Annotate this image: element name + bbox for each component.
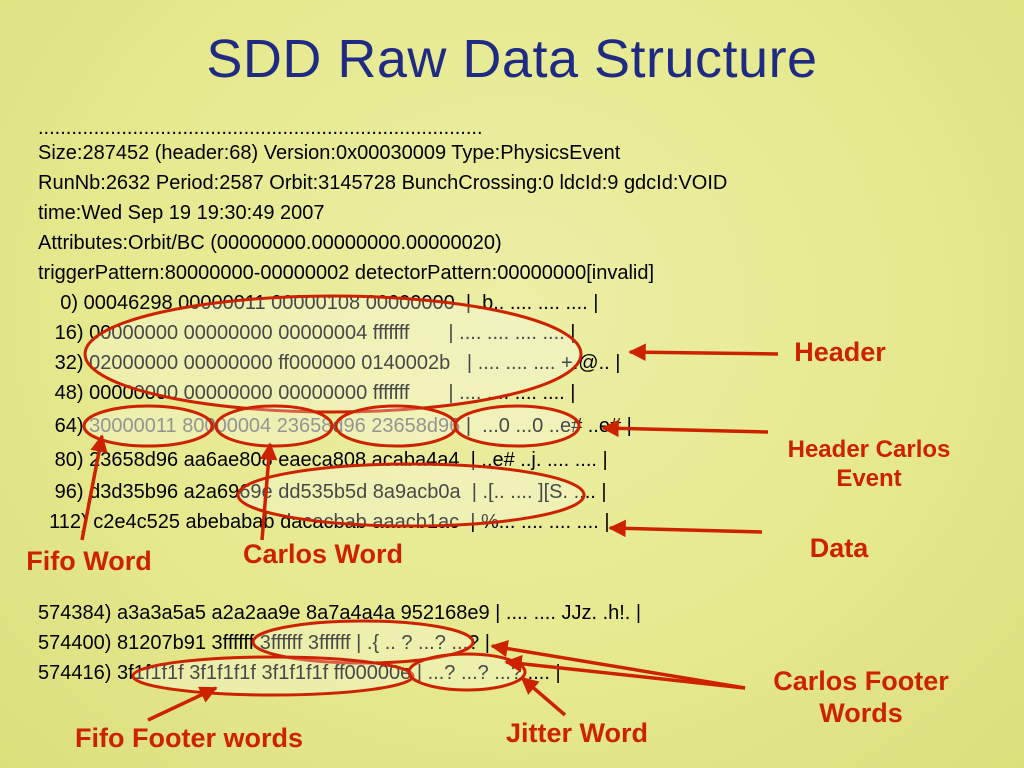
- footer-row: 574400) 81207b91 3ffffff 3ffffff 3ffffff…: [38, 631, 490, 655]
- dump-ascii: | .... .... .... +.@.. |: [450, 352, 621, 374]
- separator-line: ........................................…: [38, 117, 483, 139]
- footer-offset: 574416): [38, 662, 112, 684]
- header-line-run: RunNb:2632 Period:2587 Orbit:3145728 Bun…: [38, 172, 728, 194]
- dump-words: 00000000 00000000 00000000 fffffff: [89, 382, 410, 404]
- dump-words: c2e4c525 abebabab dacacbab aaacb1ac: [93, 511, 460, 533]
- dump-offset: 16): [38, 322, 84, 344]
- label-carlos-word: Carlos Word: [242, 539, 404, 569]
- dump-ascii: | %... .... .... .... |: [459, 511, 610, 533]
- dump-words: 00000000 00000000 00000004 fffffff: [89, 322, 410, 344]
- footer-offset: 574400): [38, 632, 112, 654]
- dump-row: 112) c2e4c525 abebabab dacacbab aaacb1ac…: [38, 510, 610, 534]
- label-carlos-footer-line2: Words: [819, 698, 903, 729]
- dump-offset: 48): [38, 382, 84, 404]
- dump-row: 0) 00046298 00000011 00000108 00000000 |…: [38, 291, 598, 315]
- arrow-fifo-footer: [147, 686, 218, 722]
- label-header-carlos-event: Header Carlos Event: [766, 436, 972, 494]
- footer-words: 81207b91 3ffffff 3ffffff 3ffffff: [116, 632, 351, 654]
- label-carlos-footer-line1: Carlos Footer: [773, 666, 949, 696]
- label-carlos-footer-words: Carlos Footer Words: [744, 665, 978, 730]
- arrow-header: [628, 343, 779, 361]
- dump-offset: 0): [38, 292, 79, 314]
- dump-ascii: | ...0 ...0 ..e# ..e# |: [460, 415, 632, 437]
- dump-ascii: | .... .... .... .... |: [409, 322, 576, 344]
- dump-row: 96) d3d35b96 a2a6969e dd535b5d 8a9acb0a …: [38, 480, 607, 504]
- dump-offset: 112): [38, 511, 88, 533]
- label-fifo-word: Fifo Word: [26, 546, 152, 576]
- header-line-time: time:Wed Sep 19 19:30:49 2007: [38, 202, 325, 224]
- dump-ascii: | .b.. .... .... .... |: [454, 292, 599, 314]
- header-line-size: Size:287452 (header:68) Version:0x000300…: [38, 142, 621, 164]
- dump-ascii: | .[.. .... ][S. .... |: [460, 481, 607, 503]
- dump-offset: 96): [38, 481, 84, 503]
- label-header-carlos-event-line1: Header Carlos: [787, 436, 951, 463]
- dump-row: 32) 02000000 00000000 ff000000 0140002b …: [38, 351, 621, 375]
- label-header-carlos-event-line2: Event: [836, 464, 902, 492]
- dump-ascii: | ..e# ..j. .... .... |: [459, 449, 608, 471]
- footer-ascii: | .{ .. ? ...? ...? |: [350, 632, 490, 654]
- dump-row: 64) 30000011 80000004 23658d96 23658d96 …: [38, 414, 632, 438]
- dump-words: 23658d96 aa6ae808 eaeca808 acaba4a4: [89, 449, 460, 471]
- arrow-data: [608, 519, 763, 538]
- footer-ascii: | .... .... JJz. .h!. |: [489, 602, 642, 624]
- label-jitter-word: Jitter Word: [505, 718, 648, 748]
- dump-offset: 32): [38, 352, 84, 374]
- dump-offset: 64): [38, 415, 84, 437]
- label-fifo-footer-words: Fifo Footer words: [75, 723, 303, 753]
- dump-words: d3d35b96 a2a6969e dd535b5d 8a9acb0a: [89, 481, 461, 503]
- dump-row: 48) 00000000 00000000 00000000 fffffff |…: [38, 381, 576, 405]
- dump-words: 30000011 80000004 23658d96 23658d96: [89, 415, 461, 437]
- slide-title: SDD Raw Data Structure: [206, 29, 818, 89]
- dump-words: 02000000 00000000 ff000000 0140002b: [89, 352, 451, 374]
- footer-row: 574384) a3a3a5a5 a2a2aa9e 8a7a4a4a 95216…: [38, 601, 641, 625]
- dump-ascii: | .... .... .... .... |: [409, 382, 576, 404]
- label-data: Data: [809, 533, 869, 563]
- header-line-trigger: triggerPattern:80000000-00000002 detecto…: [38, 262, 655, 284]
- header-line-attributes: Attributes:Orbit/BC (00000000.00000000.0…: [38, 232, 502, 254]
- footer-offset: 574384): [38, 602, 112, 624]
- dump-offset: 80): [38, 449, 84, 471]
- dump-words: 00046298 00000011 00000108 00000000: [83, 292, 455, 314]
- dump-row: 16) 00000000 00000000 00000004 fffffff |…: [38, 321, 576, 345]
- footer-words: 3f1f1f1f 3f1f1f1f 3f1f1f1f ff00000e: [116, 662, 412, 684]
- label-header: Header: [794, 337, 886, 367]
- footer-ascii: | ...? ...? ...? .... |: [411, 662, 561, 684]
- footer-row: 574416) 3f1f1f1f 3f1f1f1f 3f1f1f1f ff000…: [38, 661, 561, 685]
- dump-row: 80) 23658d96 aa6ae808 eaeca808 acaba4a4 …: [38, 448, 608, 472]
- footer-words: a3a3a5a5 a2a2aa9e 8a7a4a4a 952168e9: [116, 602, 490, 624]
